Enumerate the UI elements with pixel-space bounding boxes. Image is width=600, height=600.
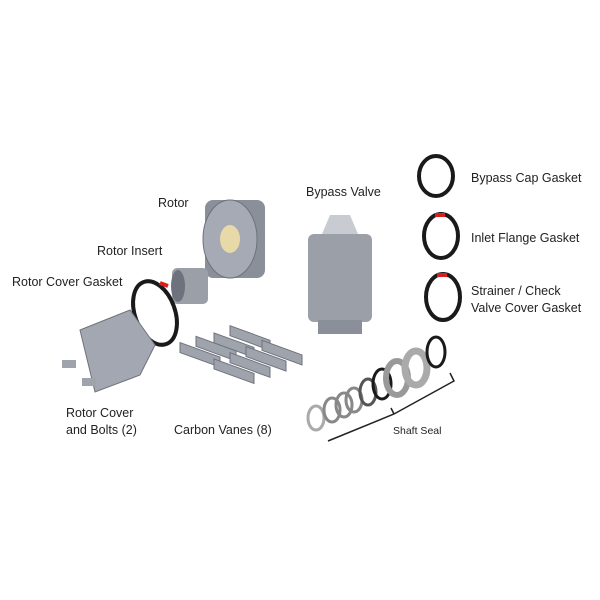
label-strainer-line2: Valve Cover Gasket — [471, 301, 582, 315]
label-rotor-cover-line1: Rotor Cover — [66, 406, 134, 420]
rotor-insert — [171, 268, 208, 304]
label-rotor-insert: Rotor Insert — [97, 244, 163, 258]
label-inlet-flange-gasket: Inlet Flange Gasket — [471, 231, 580, 245]
rotor — [202, 199, 265, 279]
label-strainer-line1: Strainer / Check — [471, 284, 561, 298]
label-carbon-vanes: Carbon Vanes (8) — [174, 423, 272, 437]
label-shaft-seal: Shaft Seal — [393, 425, 442, 437]
shaft-seal-bracket — [327, 372, 455, 442]
bypass-cap-gasket — [417, 154, 455, 198]
label-rotor-cover: Rotor Cover and Bolts (2) — [66, 405, 137, 439]
bypass-valve — [308, 215, 372, 334]
label-bypass-valve: Bypass Valve — [306, 185, 381, 199]
strainer-gasket — [424, 272, 462, 322]
carbon-vanes — [179, 325, 303, 385]
shaft-seal-rings — [306, 335, 447, 432]
label-rotor-cover-gasket: Rotor Cover Gasket — [12, 275, 123, 289]
bolts — [62, 360, 96, 386]
inlet-flange-gasket — [422, 212, 460, 260]
label-rotor: Rotor — [158, 196, 189, 210]
label-bypass-cap-gasket: Bypass Cap Gasket — [471, 171, 582, 185]
label-rotor-cover-line2: and Bolts (2) — [66, 423, 137, 437]
